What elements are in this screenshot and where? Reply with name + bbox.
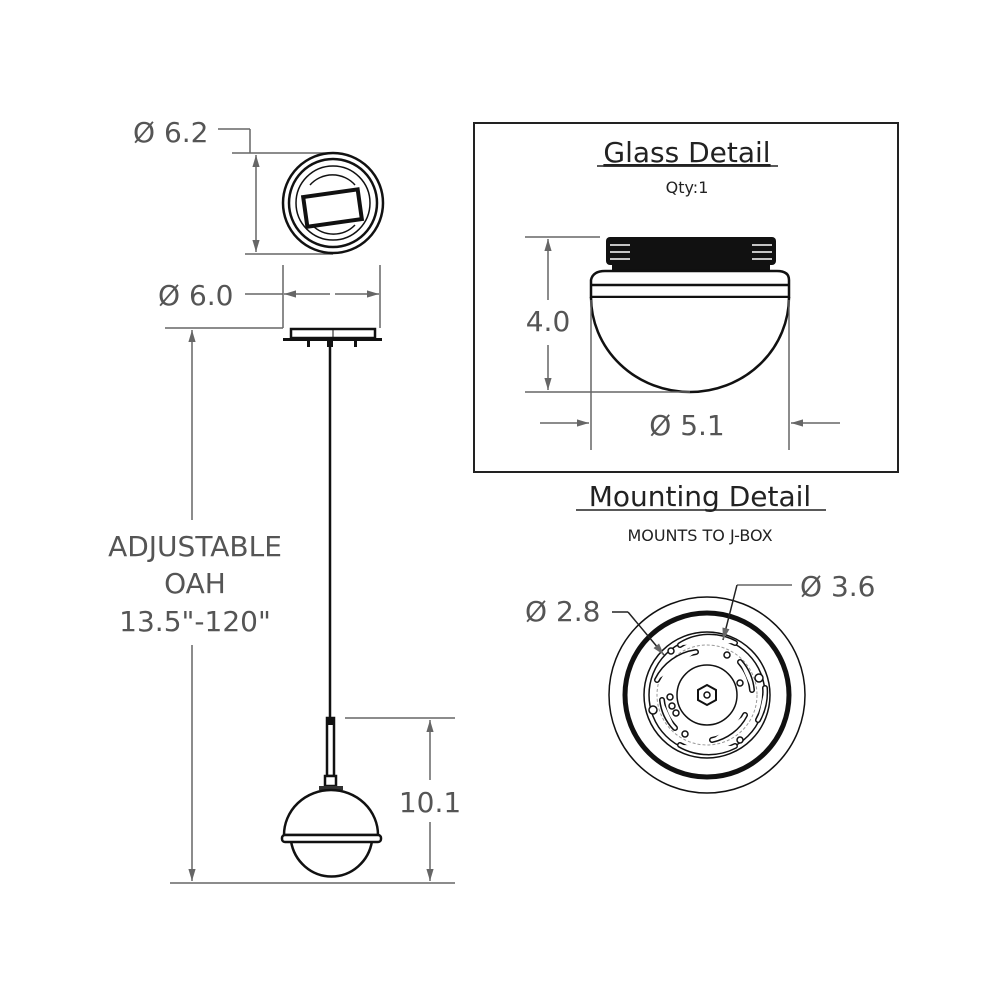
- glass-diameter-label: Ø 5.1: [649, 409, 724, 442]
- mounting-detail-title: Mounting Detail: [589, 480, 811, 513]
- mount-inner-diameter-label: Ø 2.8: [525, 595, 600, 628]
- pendant-fixture: [280, 341, 383, 878]
- canopy-top-diameter-label: Ø 6.2: [133, 116, 208, 149]
- glass-detail-panel: Glass Detail Qty:1 4.0 Ø 5.1: [473, 122, 899, 473]
- glass-qty: Qty:1: [666, 178, 709, 197]
- overall-height-dimension: ADJUSTABLE OAH 13.5"-120": [108, 330, 455, 884]
- fixture-height-label: 10.1: [399, 786, 461, 819]
- oah-line-2: OAH: [164, 567, 226, 600]
- glass-detail-title: Glass Detail: [603, 136, 770, 169]
- mount-outer-diameter-label: Ø 3.6: [800, 570, 875, 603]
- oah-line-3: 13.5"-120": [119, 605, 271, 638]
- oah-line-1: ADJUSTABLE: [108, 530, 282, 563]
- glass-height-label: 4.0: [526, 305, 571, 338]
- canopy-top-view: Ø 6.2: [133, 116, 385, 255]
- fixture-height-dimension: 10.1: [345, 717, 461, 881]
- canopy-side-diameter-label: Ø 6.0: [158, 279, 233, 312]
- mounting-detail-subtitle: MOUNTS TO J-BOX: [627, 526, 772, 545]
- mounting-detail: Mounting Detail MOUNTS TO J-BOX: [525, 480, 875, 794]
- canopy-side-view: Ø 6.0: [158, 265, 382, 347]
